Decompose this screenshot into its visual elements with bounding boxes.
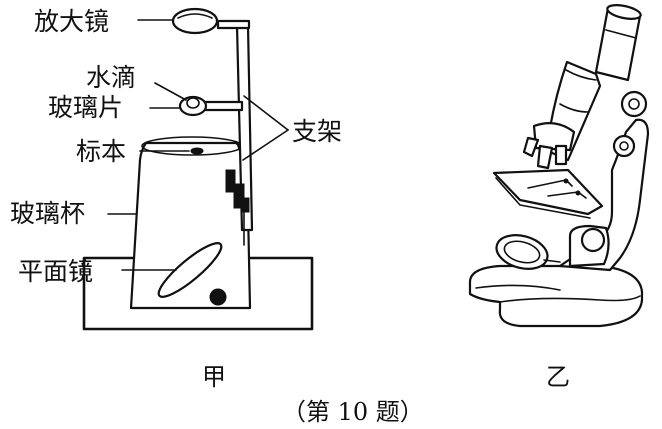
- magnifier: [171, 7, 219, 35]
- compound-microscope-figure: 乙: [468, 4, 650, 391]
- inclination-joint: [580, 227, 606, 253]
- label-water-drop: 水滴: [86, 63, 136, 92]
- label-magnifier: 放大镜: [34, 7, 109, 36]
- magnifier-arm: [216, 19, 251, 30]
- plane-mirror: [157, 242, 223, 298]
- stage: [492, 168, 604, 216]
- fine-focus-knob: [612, 134, 636, 158]
- label-specimen: 标本: [76, 137, 126, 166]
- microscope-arm: [558, 118, 650, 272]
- specimen: [190, 147, 204, 155]
- nosepiece: [532, 121, 576, 152]
- objective-lens: [536, 144, 554, 170]
- reflector-mirror: [495, 234, 549, 270]
- label-stand: 支架: [292, 117, 342, 146]
- label-glass-slide: 玻璃片: [48, 93, 123, 122]
- mirror-knob: [209, 288, 227, 306]
- water-drop: [186, 97, 200, 109]
- label-glass-cup: 玻璃杯: [10, 199, 85, 228]
- homemade-microscope-figure: 放大镜 水滴 玻璃片 标本 支架 玻璃杯 平面镜 甲: [10, 7, 342, 391]
- stand-clamp: [225, 169, 236, 193]
- label-plane-mirror: 平面镜: [18, 257, 93, 286]
- figure-caption: （第 10 题）: [282, 398, 424, 426]
- slide-arm: [201, 100, 244, 112]
- microscope-base: [468, 264, 644, 328]
- caption-left: 甲: [202, 363, 226, 391]
- coarse-focus-knob: [620, 90, 648, 118]
- caption-right: 乙: [546, 363, 570, 391]
